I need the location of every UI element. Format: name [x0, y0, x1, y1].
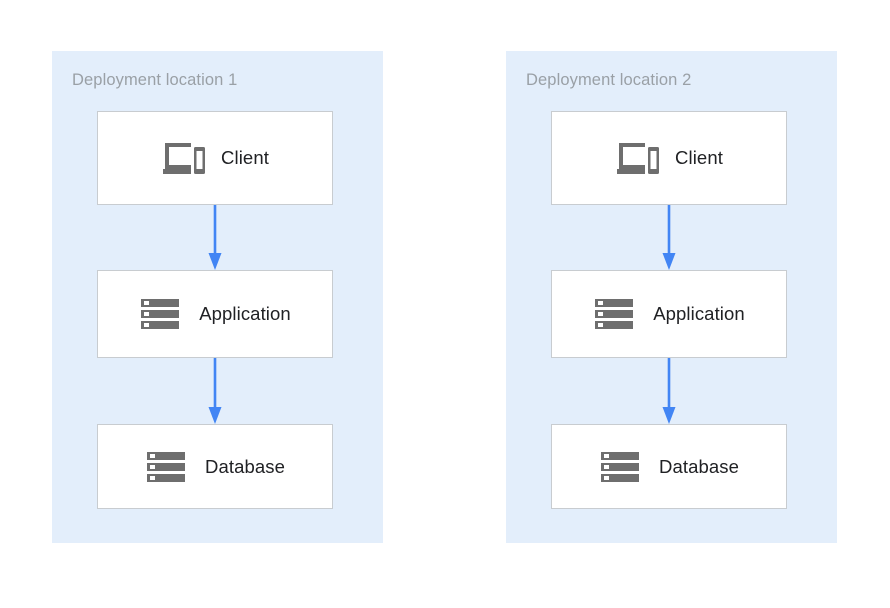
arrow-client-to-application-location-1 — [207, 205, 223, 271]
server-icon — [145, 447, 191, 487]
deployment-location-2-panel: Deployment location 2 Client — [506, 51, 837, 543]
node-database-location-1[interactable]: Database — [97, 424, 333, 509]
node-label-database: Database — [205, 455, 285, 477]
node-label-client: Client — [675, 147, 723, 168]
devices-icon — [161, 138, 207, 178]
node-label-application: Application — [653, 303, 745, 324]
node-client-location-2[interactable]: Client — [551, 111, 787, 205]
node-label-client: Client — [221, 147, 269, 168]
deployment-location-1-panel: Deployment location 1 Client — [52, 51, 383, 543]
server-icon — [139, 294, 185, 334]
node-label-database: Database — [659, 455, 739, 477]
deployment-location-1-title: Deployment location 1 — [72, 71, 238, 89]
node-database-location-2[interactable]: Database — [551, 424, 787, 509]
arrow-application-to-database-location-2 — [661, 358, 677, 425]
arrow-application-to-database-location-1 — [207, 358, 223, 425]
server-icon — [599, 447, 645, 487]
node-client-location-1[interactable]: Client — [97, 111, 333, 205]
devices-icon — [615, 138, 661, 178]
node-label-application: Application — [199, 303, 291, 324]
node-application-location-2[interactable]: Application — [551, 270, 787, 358]
node-application-location-1[interactable]: Application — [97, 270, 333, 358]
deployment-location-2-title: Deployment location 2 — [526, 71, 692, 89]
server-icon — [593, 294, 639, 334]
arrow-client-to-application-location-2 — [661, 205, 677, 271]
